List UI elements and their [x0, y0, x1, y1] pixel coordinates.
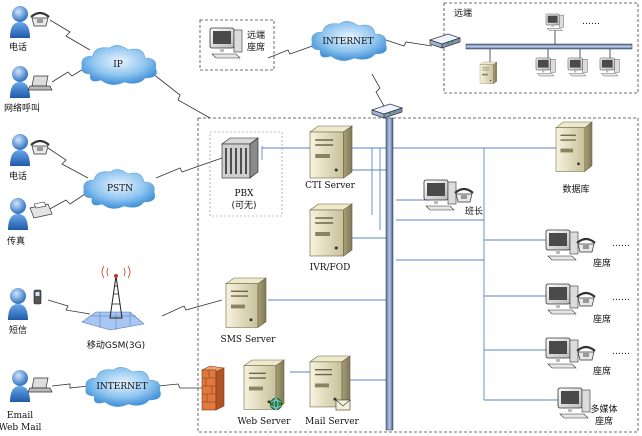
- sms-user: [8, 288, 42, 320]
- agent-2-label: 座席: [593, 313, 611, 325]
- team-leader-pc: [423, 179, 457, 211]
- remote-site-top-pc: [545, 13, 564, 31]
- multimedia-agent-pc: [557, 387, 591, 419]
- web-call-user-label: 网络呼叫: [4, 102, 40, 114]
- pbx-box: [209, 131, 283, 217]
- team-leader-label: 班长: [465, 205, 483, 217]
- web-call-user: [10, 66, 53, 98]
- remote-site-bus: [465, 43, 633, 50]
- mail-server: [309, 355, 351, 408]
- gsm-label: 移动GSM(3G): [87, 339, 145, 351]
- agent-2-pc: [545, 283, 579, 315]
- cti-server-label: CTI Server: [305, 181, 356, 191]
- internet-cloud-top-label: INTERNET: [322, 37, 373, 47]
- link-remote-agent-internet: [267, 43, 319, 59]
- center-router: [371, 103, 403, 119]
- phone-user-2: [10, 134, 51, 166]
- link-pstn-pbx: [155, 157, 223, 179]
- link-sms-gsm: [47, 299, 91, 315]
- remote-agent-pc: [209, 27, 243, 59]
- remote-site-label: 远端: [454, 7, 472, 19]
- ivr-server-label: IVR/FOD: [310, 263, 351, 273]
- call-center-box: [197, 117, 639, 433]
- multimedia-agent-label-line2: 座席: [595, 415, 613, 427]
- connection-lines: [47, 19, 433, 389]
- link-internet-remote-site: [385, 39, 433, 47]
- database-label: 数据库: [562, 183, 589, 195]
- remote-router: [429, 33, 461, 49]
- lan-backbone-bus: [385, 117, 394, 431]
- gsm-tower: [81, 265, 145, 331]
- cti-server: [309, 125, 353, 179]
- link-email-internet: [51, 383, 89, 389]
- fax-user: [8, 198, 53, 230]
- multimedia-agent-label-line1: 多媒体: [590, 403, 617, 415]
- pbx-device: [221, 137, 259, 179]
- link-internet-firewall: [157, 383, 202, 389]
- remote-site-box: [443, 2, 639, 94]
- sms-server-label: SMS Server: [221, 335, 277, 345]
- phone-user-2-label: 电话: [9, 170, 27, 182]
- ivr-server: [309, 203, 353, 257]
- remote-agent-label-line1: 远端: [247, 29, 265, 41]
- web-server-label: Web Server: [238, 417, 292, 427]
- phone-user-1: [10, 6, 51, 38]
- phone-user-1-label: 电话: [9, 41, 27, 53]
- remote-site-ellipsis: ……: [582, 17, 600, 27]
- agent-2-ellipsis: ……: [612, 293, 630, 303]
- agent-1-label: 座席: [593, 257, 611, 269]
- pbx-optional-label: (可无): [231, 200, 256, 211]
- pstn-cloud-label: PSTN: [107, 184, 133, 194]
- agent-3-ellipsis: ……: [612, 347, 630, 357]
- email-user-label-line1: Email: [7, 411, 33, 421]
- remote-site-pc-1: [535, 57, 556, 77]
- fax-user-label: 传真: [7, 235, 25, 247]
- team-leader-phone: [453, 187, 475, 204]
- mail-server-label: Mail Server: [305, 417, 359, 427]
- link-phone1-ip: [49, 19, 91, 51]
- remote-agent-label-line2: 座席: [247, 41, 265, 53]
- link-gsm-sms: [161, 299, 223, 317]
- sms-user-label: 短信: [9, 324, 27, 336]
- link-phone2-pstn: [47, 147, 89, 179]
- database-server: [555, 121, 593, 173]
- mail-envelope-icon: [335, 399, 351, 411]
- sms-server: [225, 277, 267, 329]
- link-ip-lan: [147, 69, 211, 119]
- link-fax-pstn: [47, 191, 89, 211]
- agent-2-phone: [575, 291, 597, 308]
- agent-3-phone: [575, 345, 597, 362]
- globe-icon: [269, 397, 283, 411]
- agent-3-label: 座席: [593, 365, 611, 377]
- remote-site-pc-2: [567, 57, 588, 77]
- email-user: [10, 370, 53, 402]
- email-user-label-line2: Web Mail: [0, 423, 42, 433]
- agent-1-phone: [575, 237, 597, 254]
- remote-site-server: [479, 61, 498, 85]
- ip-cloud-label: IP: [113, 60, 123, 70]
- link-webcall-ip: [51, 65, 89, 83]
- internet-cloud-bottom-label: INTERNET: [96, 382, 147, 392]
- firewall: [201, 365, 225, 411]
- remote-agent-box: [199, 19, 275, 71]
- pbx-label: PBX: [234, 189, 254, 199]
- remote-site-pc-3: [599, 57, 620, 77]
- agent-1-pc: [545, 229, 579, 261]
- link-internet-router: [371, 73, 385, 107]
- agent-3-pc: [545, 337, 579, 369]
- agent-1-ellipsis: ……: [612, 239, 630, 249]
